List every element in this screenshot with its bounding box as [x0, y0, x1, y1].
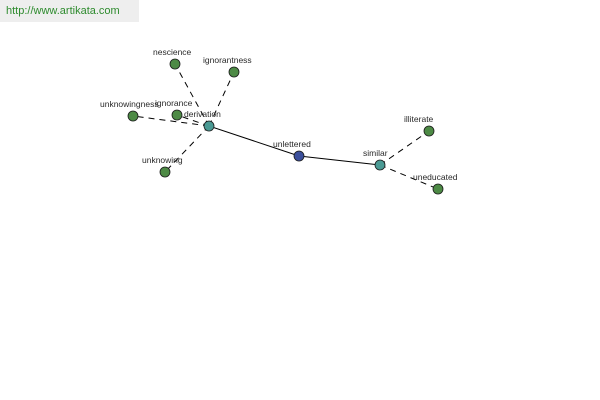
node-label-similar[interactable]: similar: [363, 148, 388, 158]
node-dot-illiterate[interactable]: [423, 125, 435, 137]
node-nescience[interactable]: nescience: [153, 47, 192, 70]
node-illiterate[interactable]: illiterate: [404, 114, 435, 137]
node-unlettered[interactable]: unlettered: [273, 139, 311, 162]
node-similar[interactable]: similar: [363, 148, 388, 171]
node-dot-unknowingness[interactable]: [127, 110, 139, 122]
edge-derivation-unknowingness: [132, 115, 210, 127]
edge-derivation-ignorantness: [208, 71, 235, 127]
graph-nodes: unlettered derivation similar nescience igno…: [100, 47, 458, 195]
node-label-ignorantness[interactable]: ignorantness: [203, 55, 252, 65]
node-ignorance[interactable]: ignorance: [155, 98, 193, 121]
node-label-unknowing[interactable]: unknowing: [142, 155, 183, 165]
edge-unlettered-similar: [298, 155, 381, 166]
node-label-nescience[interactable]: nescience: [153, 47, 192, 57]
node-label-uneducated[interactable]: uneducated: [413, 172, 458, 182]
source-url[interactable]: http://www.artikata.com: [0, 0, 139, 22]
node-label-illiterate[interactable]: illiterate: [404, 114, 434, 124]
node-ignorantness[interactable]: ignorantness: [203, 55, 252, 78]
node-dot-derivation[interactable]: [203, 120, 215, 132]
edge-similar-illiterate: [379, 130, 430, 166]
node-derivation[interactable]: derivation: [184, 109, 221, 132]
node-unknowingness[interactable]: unknowingness: [100, 99, 159, 122]
node-dot-ignorance[interactable]: [171, 109, 183, 121]
node-dot-uneducated[interactable]: [432, 183, 444, 195]
node-uneducated[interactable]: uneducated: [413, 172, 458, 195]
edge-unlettered-derivation: [208, 125, 300, 157]
edge-derivation-nescience: [174, 63, 210, 127]
edge-derivation-ignorance: [176, 114, 210, 127]
graph-edges: [132, 63, 439, 190]
edge-derivation-unknowing: [164, 125, 210, 173]
node-label-unlettered[interactable]: unlettered: [273, 139, 311, 149]
node-dot-nescience[interactable]: [169, 58, 181, 70]
node-dot-ignorantness[interactable]: [228, 66, 240, 78]
node-unknowing[interactable]: unknowing: [142, 155, 183, 178]
node-label-ignorance[interactable]: ignorance: [155, 98, 193, 108]
node-dot-unlettered[interactable]: [293, 150, 305, 162]
node-label-unknowingness[interactable]: unknowingness: [100, 99, 159, 109]
node-label-derivation[interactable]: derivation: [184, 109, 221, 119]
node-dot-similar[interactable]: [374, 159, 386, 171]
node-dot-unknowing[interactable]: [159, 166, 171, 178]
